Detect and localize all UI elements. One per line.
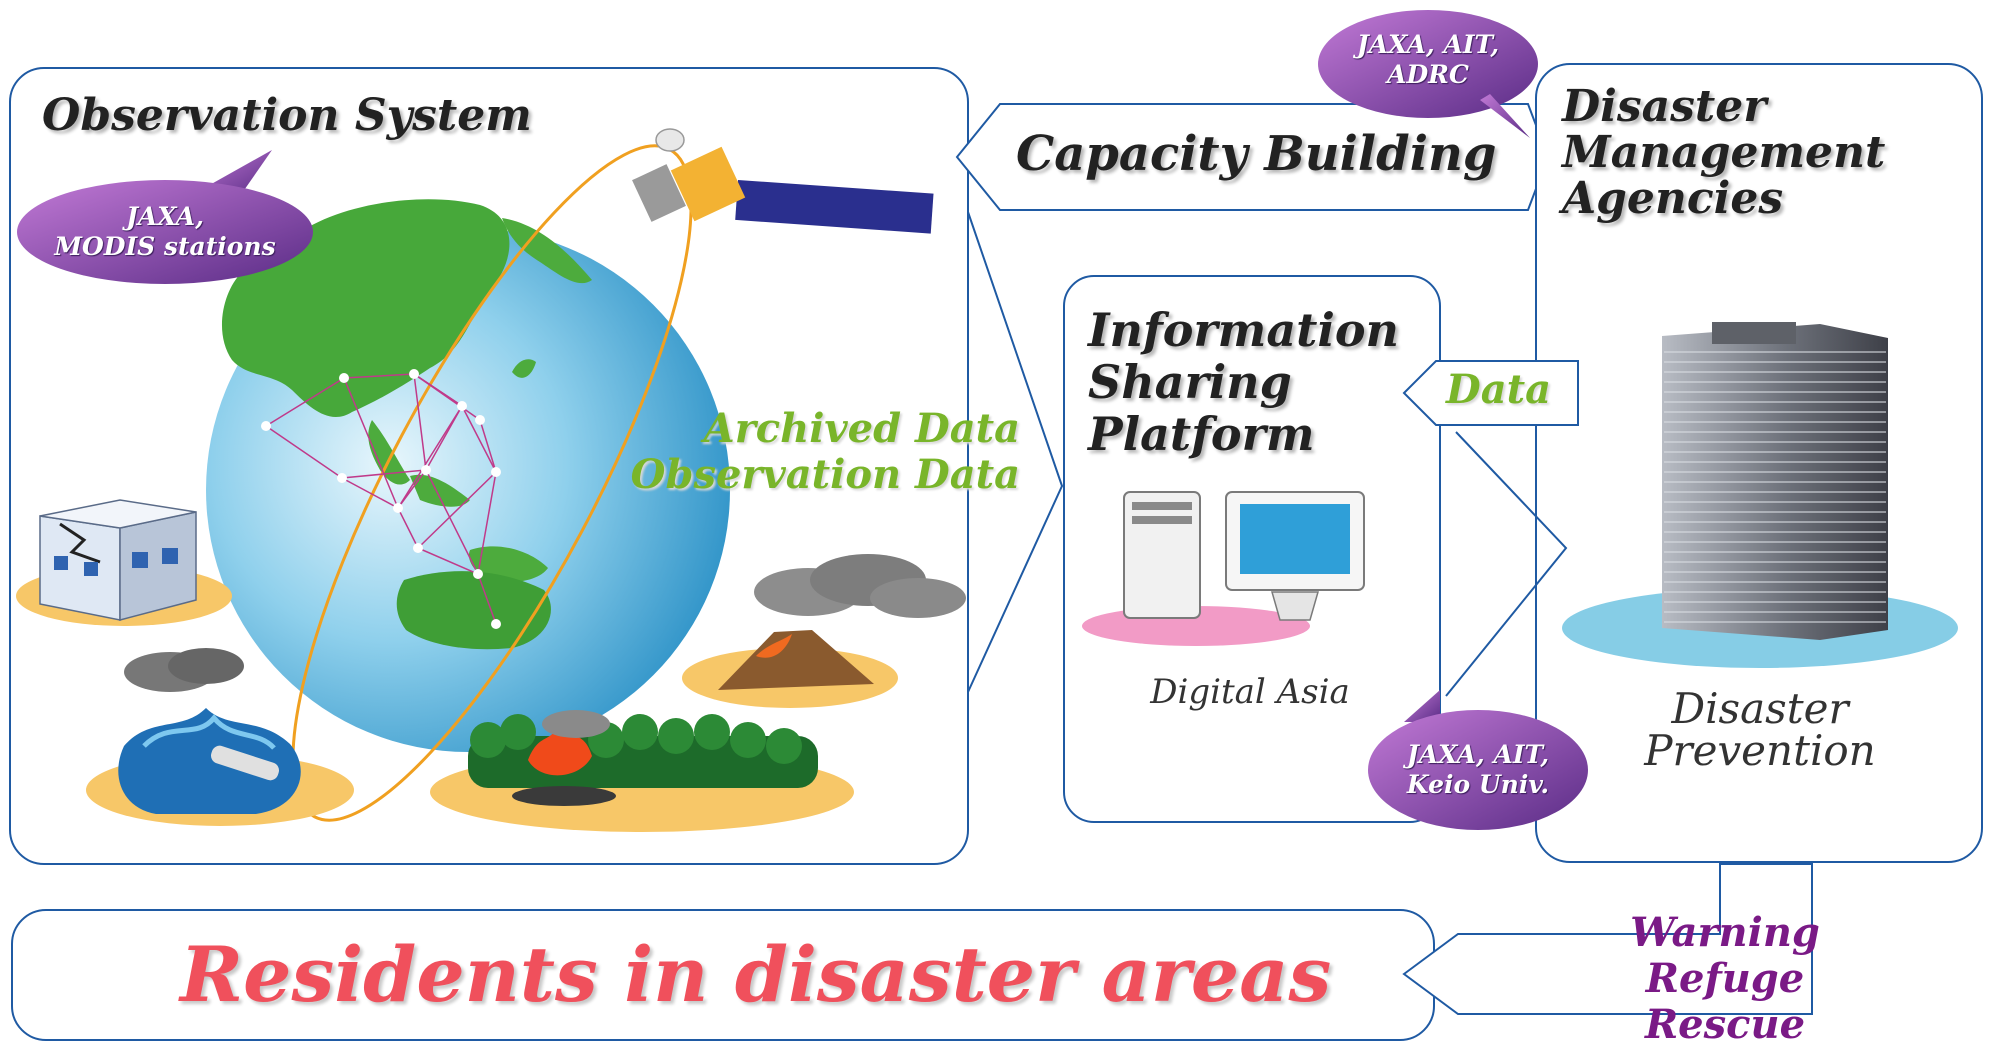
rescue-label: Rescue xyxy=(1644,1001,1806,1048)
actions-labels: Warning Refuge Rescue xyxy=(1610,910,1840,1048)
platform-title-line-1: Information xyxy=(1088,303,1399,357)
platform-bubble-line-2: Keio Univ. xyxy=(1406,770,1550,799)
computer-illustration xyxy=(1082,491,1365,646)
platform-data-label: Data xyxy=(1446,366,1551,413)
platform-bubble xyxy=(1368,690,1588,830)
observation-data-labels: Archived Data Observation Data xyxy=(631,406,1020,498)
damaged-building-illustration xyxy=(16,499,232,626)
capacity-bubble-line-1: JAXA, AIT, xyxy=(1356,30,1500,59)
agencies-title-line-2: Management xyxy=(1562,127,1886,178)
platform-caption: Digital Asia xyxy=(1150,672,1350,712)
platform-title-line-2: Sharing xyxy=(1088,355,1292,409)
observation-bubble-text: JAXA, MODIS stations xyxy=(20,202,310,262)
capacity-bubble xyxy=(1318,10,1538,138)
observation-to-platform-arrow xyxy=(967,211,1064,693)
agencies-title-line-1: Disaster xyxy=(1562,81,1767,132)
observation-bubble-line-1: JAXA, xyxy=(126,202,204,231)
agencies-caption-line-2: Prevention xyxy=(1644,726,1876,775)
platform-title-line-3: Platform xyxy=(1088,407,1315,461)
observation-bubble xyxy=(17,150,313,284)
agencies-caption: Disaster Prevention xyxy=(1590,688,1930,772)
platform-bubble-text: JAXA, AIT, Keio Univ. xyxy=(1368,740,1588,800)
capacity-title: Capacity Building xyxy=(1016,126,1497,182)
platform-to-agencies-arrow xyxy=(1445,431,1568,697)
platform-bubble-line-1: JAXA, AIT, xyxy=(1406,740,1550,769)
warning-label: Warning xyxy=(1630,909,1820,956)
flood-illustration xyxy=(86,648,354,826)
agencies-title: Disaster Management Agencies xyxy=(1562,84,1885,222)
data-arrow xyxy=(1402,360,1579,426)
platform-title: Information Sharing Platform xyxy=(1088,304,1399,460)
forest-fire-illustration xyxy=(430,710,854,832)
agencies-title-line-3: Agencies xyxy=(1562,173,1784,224)
refuge-label: Refuge xyxy=(1645,955,1805,1002)
observation-bubble-line-2: MODIS stations xyxy=(54,232,276,261)
archived-data-label: Archived Data xyxy=(703,405,1020,452)
warning-feedback-arrow xyxy=(1402,863,1813,1015)
satellite-illustration xyxy=(632,128,934,234)
observation-data-label: Observation Data xyxy=(630,451,1020,498)
residents-label: Residents in disaster areas xyxy=(180,930,1332,1019)
observation-title: Observation System xyxy=(42,90,532,141)
capacity-bubble-text: JAXA, AIT, ADRC xyxy=(1318,30,1538,90)
agencies-caption-line-1: Disaster xyxy=(1671,684,1849,733)
capacity-bubble-line-2: ADRC xyxy=(1387,60,1469,89)
tower-floor-lines xyxy=(1664,351,1886,623)
volcano-illustration xyxy=(682,554,966,708)
